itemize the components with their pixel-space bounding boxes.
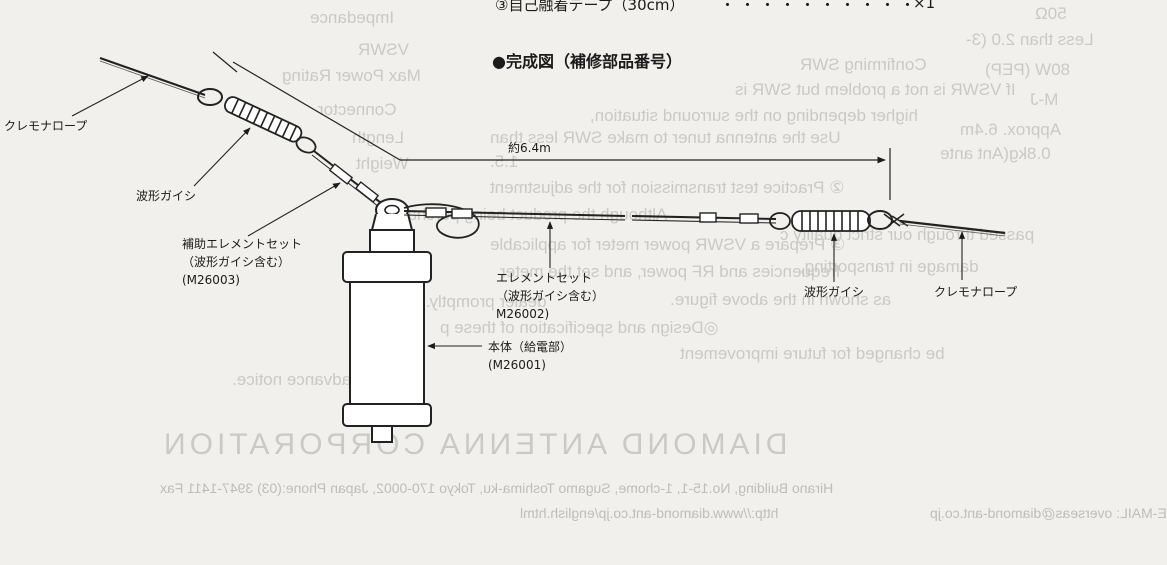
leader-rope-left [71,75,149,117]
label-rope-left: クレモナロープ [4,119,88,133]
left-loop [197,88,223,106]
label-insulator-left: 波形ガイシ [136,189,197,203]
leader-insulator-left [193,127,251,187]
rope-right [899,219,1006,235]
right-insulator [791,210,871,232]
element-sleeve-4 [739,213,759,224]
aux-element-sleeve-2 [354,181,380,203]
body-upper-neck [369,229,415,253]
accessory-quantity: ×1 [913,0,936,12]
leader-dots: ・・・・・・・・・・ [720,0,921,14]
left-insulator [224,96,303,143]
label-aux-element-1: （波形ガイシ含む） [182,255,291,269]
feed-point-bracket [370,213,414,231]
manual-page: Impedance VSWR Max Power Rating Connecto… [4,0,1167,521]
accessory-item-line: ③自己融着テープ（30cm） [495,0,685,14]
element-wire-loop [403,203,480,239]
body-bottom-band [342,403,432,427]
dimension-ext-left [212,51,238,73]
body-connector [371,425,393,443]
label-dimension: 約6.4m [508,141,551,155]
body-top-band [342,251,432,283]
antenna-diagram [71,51,1006,443]
label-element-1: （波形ガイシ含む） [496,289,605,303]
rope-left [99,56,206,97]
label-aux-element-2: (M26003) [182,273,240,287]
element-sleeve-3 [699,212,717,223]
label-main-body-1: (M26001) [488,358,546,372]
leader-aux-element [247,182,341,237]
label-main-body-0: 本体（給電部） [488,340,573,354]
body-cylinder [349,281,425,405]
label-element-0: エレメントセット [496,271,593,285]
label-aux-element-0: 補助エレメントセット [182,237,303,251]
left-wire-loop [295,136,317,154]
aux-element-sleeve [328,163,354,185]
rope-left-twist [99,60,206,99]
rope-right-twist [899,223,1006,237]
label-rope-right: クレモナロープ [934,285,1018,299]
label-element-2: M26002) [496,307,550,321]
section-title: ●完成図（補修部品番号） [492,52,682,71]
element-sleeve-1 [425,207,447,218]
label-insulator-right: 波形ガイシ [804,285,865,299]
right-wire-loop [769,212,791,230]
dimension-line-slant [232,61,401,161]
element-sleeve-2 [451,208,473,219]
